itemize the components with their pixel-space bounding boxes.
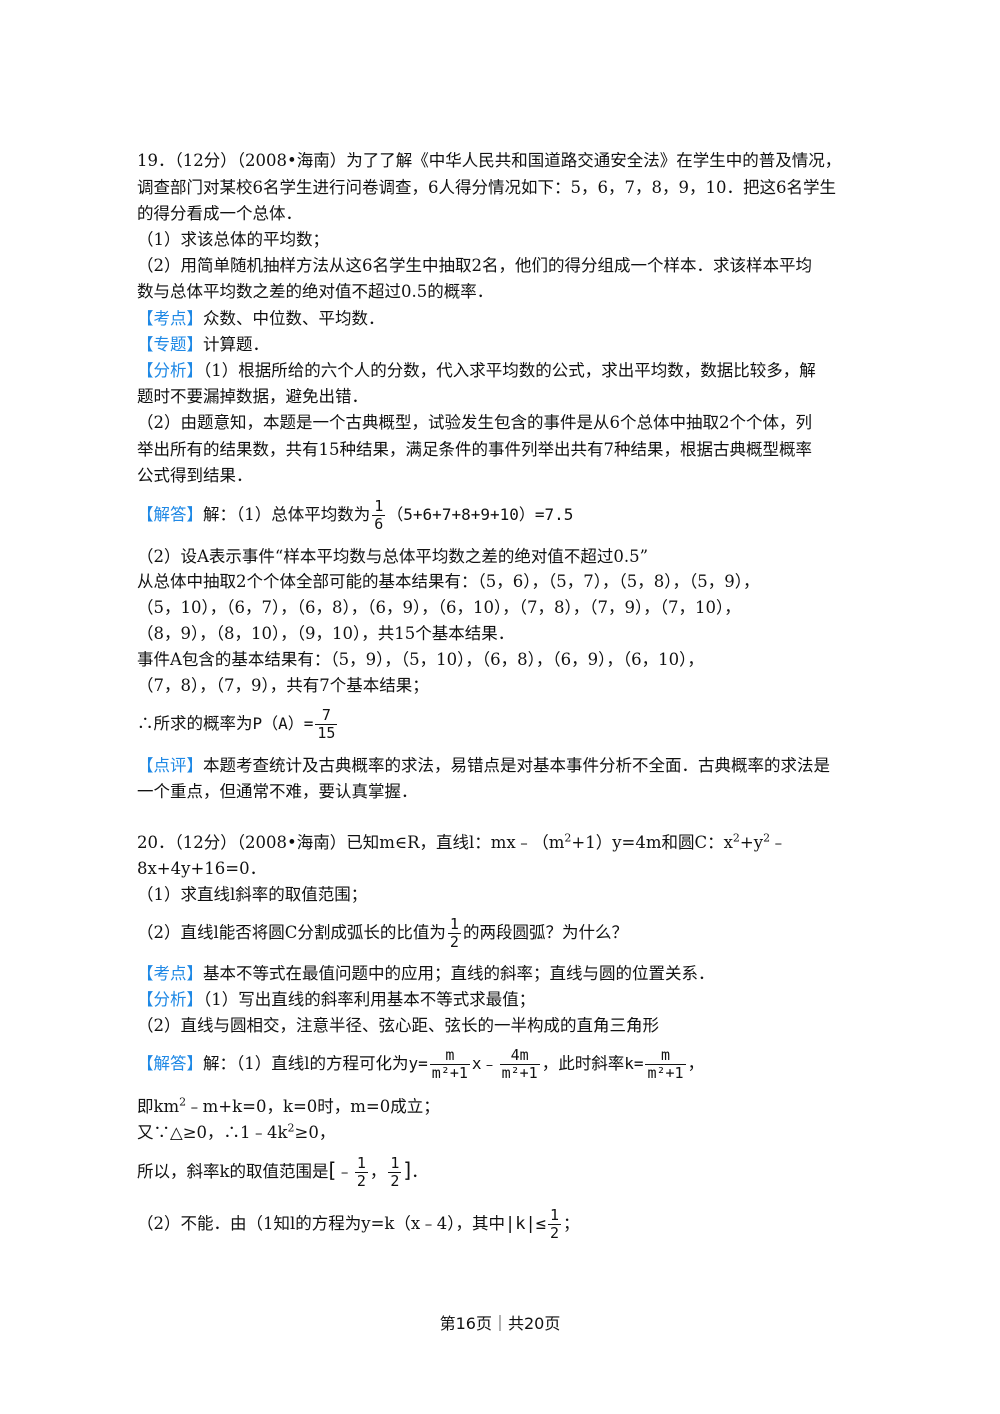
fenxi-text: （1）根据所给的六个人的分数，代入求平均数的公式，求出平均数，数据比较多，解 bbox=[203, 361, 816, 380]
probability-expression: P（A）= bbox=[252, 714, 314, 733]
mean-expression: （5+6+7+8+9+10）=7.5 bbox=[387, 505, 574, 524]
q19-jieda-6: 事件A包含的基本结果有：（5，9），（5，10），（6，8），（6，9），（6，… bbox=[137, 650, 704, 669]
zhuanti-tag: 【专题】 bbox=[137, 335, 203, 354]
q19-dianping-2: 一个重点，但通常不难，要认真掌握． bbox=[137, 782, 418, 801]
kaodian-tag: 【考点】 bbox=[137, 964, 203, 983]
q19-line-5: （2）用简单随机抽样方法从这6名学生中抽取2名，他们的得分组成一个样本．求该样本… bbox=[137, 256, 812, 275]
q19-kaodian: 【考点】众数、中位数、平均数． bbox=[137, 308, 877, 330]
q19-line-3: 的得分看成一个总体． bbox=[137, 204, 302, 223]
kaodian-tag: 【考点】 bbox=[137, 309, 203, 328]
q19-line-4: （1）求该总体的平均数； bbox=[137, 230, 329, 249]
fenxi-tag: 【分析】 bbox=[137, 361, 203, 380]
q19-fenxi-5: 公式得到结果． bbox=[137, 466, 253, 485]
q19-fenxi-3: （2）由题意知，本题是一个古典概型，试验发生包含的事件是从6个总体中抽取2个个体… bbox=[137, 413, 812, 432]
kaodian-text: 众数、中位数、平均数． bbox=[203, 309, 385, 328]
q20-fenxi-1: 【分析】（1）写出直线的斜率利用基本不等式求最值； bbox=[137, 990, 536, 1009]
jieda-text: 解：（1）总体平均数为 bbox=[203, 505, 371, 524]
q19-jieda-4: （5，10），（6，7），（6，8），（6，9），（6，10），（7，8），（7… bbox=[137, 598, 741, 617]
q19-jieda-3: 从总体中抽取2个个体全部可能的基本结果有：（5，6），（5，7），（5，8），（… bbox=[137, 572, 760, 591]
q20-fenxi-2: （2）直线与圆相交，注意半径、弦心距、弦长的一半构成的直角三角形 bbox=[137, 1016, 659, 1035]
zhuanti-text: 计算题． bbox=[203, 335, 269, 354]
dianping-tag: 【点评】 bbox=[137, 756, 203, 775]
q20-jieda-3: 又∵△≥0，∴1﹣4k2≥0， bbox=[137, 1121, 336, 1143]
q19-zhuanti: 【专题】计算题． bbox=[137, 334, 877, 356]
q19-line-1: 19．（12分）（2008•海南）为了了解《中华人民共和国道路交通安全法》在学生… bbox=[137, 151, 842, 170]
q20-line-2: 8x+4y+16=0． bbox=[137, 859, 267, 878]
fenxi-tag: 【分析】 bbox=[137, 990, 203, 1009]
q19-dianping-1: 【点评】本题考查统计及古典概率的求法，易错点是对基本事件分析不全面．古典概率的求… bbox=[137, 756, 830, 775]
q19-jieda-5: （8，9），（8，10），（9，10），共15个基本结果． bbox=[137, 624, 515, 643]
q20-kaodian: 【考点】基本不等式在最值问题中的应用；直线的斜率；直线与圆的位置关系． bbox=[137, 964, 715, 983]
jieda-tag: 【解答】 bbox=[137, 505, 203, 524]
q19-jieda-7: （7，8），（7，9），共有7个基本结果； bbox=[137, 676, 429, 695]
jieda-tag: 【解答】 bbox=[137, 1054, 203, 1073]
q19-line-6: 数与总体平均数之差的绝对值不超过0.5的概率． bbox=[137, 282, 494, 301]
q19-fenxi-1: 【分析】（1）根据所给的六个人的分数，代入求平均数的公式，求出平均数，数据比较多… bbox=[137, 360, 877, 382]
q20-line-3: （1）求直线l斜率的取值范围； bbox=[137, 885, 368, 904]
page-footer: 第16页｜共20页 bbox=[439, 1314, 561, 1333]
q19-fenxi-2: 题时不要漏掉数据，避免出错． bbox=[137, 387, 368, 406]
q19-fenxi-4: 举出所有的结果数，共有15种结果，满足条件的事件列举出共有7种结果，根据古典概型… bbox=[137, 440, 812, 459]
q20-line-1: 20．（12分）（2008•海南）已知m∈R，直线l：mx﹣（m2+1）y=4m… bbox=[137, 831, 787, 853]
q19-jieda-2: （2）设A表示事件“样本平均数与总体平均数之差的绝对值不超过0.5” bbox=[137, 547, 649, 566]
q19-line-2: 调查部门对某校6名学生进行问卷调查，6人得分情况如下：5，6，7，8，9，10．… bbox=[137, 178, 836, 197]
q20-jieda-2: 即km2﹣m+k=0，k=0时，m=0成立； bbox=[137, 1095, 440, 1117]
